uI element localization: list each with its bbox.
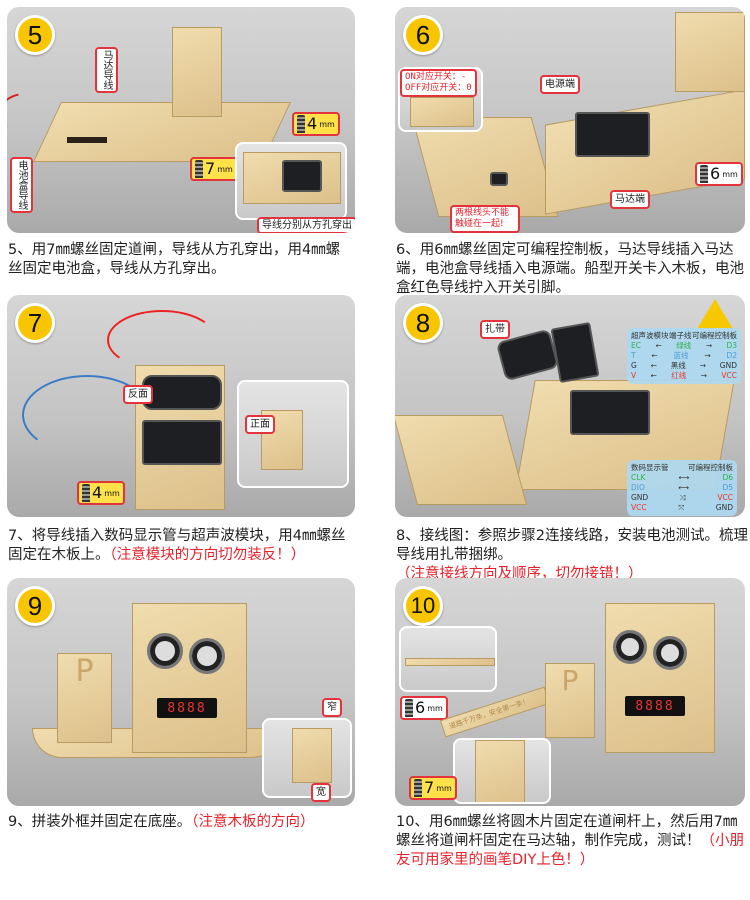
slot — [67, 137, 107, 143]
screw-icon — [700, 165, 708, 183]
digit-display: 8888 — [625, 696, 685, 716]
screw-icon — [297, 115, 305, 133]
step-9-caption: 9、拼装外框并固定在底座。（注意木板的方向） — [8, 814, 315, 830]
battery-box — [282, 160, 322, 192]
step-number-badge: 7 — [15, 303, 55, 343]
robot-frame — [132, 603, 247, 753]
display-module-back — [142, 420, 222, 465]
step-7-caption: 7、将导线插入数码显示管与超声波模块，用4㎜螺丝固定在木板上。（注意模块的方向切… — [8, 528, 346, 563]
robot-frame — [605, 603, 715, 753]
ultrasonic-eye-left — [147, 633, 183, 669]
frame-mini — [292, 728, 332, 783]
warning-icon — [697, 299, 733, 329]
digit-display: 8888 — [157, 698, 217, 718]
barrier-arm: 道路千万条，安全第一条！ — [439, 686, 551, 738]
step-number-badge: 6 — [403, 15, 443, 55]
gate-box — [172, 27, 222, 117]
ultrasonic-wiring-table: 超声波模块端子线可编程控制板 EC←绿线→D3 T←蓝线→D2 G←黑线→GND… — [627, 328, 741, 384]
gate-box: P — [57, 653, 112, 743]
step-9-photo: 9 P 8888 窄 宽 — [7, 578, 355, 806]
switch-label: ON对应开关：- OFF对应开关：0 — [400, 69, 477, 97]
step-10-caption: 10、用6㎜螺丝将圆木片固定在道闸杆上，然后用7㎜螺丝将道闸杆固定在马达轴，制作… — [396, 814, 744, 868]
front-label: 正面 — [245, 415, 275, 434]
gate-box-closeup — [475, 740, 525, 802]
battery-wire-label: 电池盒导线 — [10, 157, 33, 213]
boat-switch — [490, 172, 508, 186]
screw-icon — [82, 484, 90, 502]
barrier-arm-piece — [405, 658, 495, 666]
wide-label: 宽 — [311, 783, 331, 802]
step-number-badge: 10 — [403, 586, 443, 626]
ultrasonic-eye-right — [653, 636, 687, 670]
front-view-inset — [237, 380, 349, 488]
wire-loop — [107, 310, 217, 370]
ultrasonic-eye-right — [189, 638, 225, 674]
display-wiring-table: 数码显示管可编程控制板 CLK⟷D6 DIO⟷D5 GND⤨VCC VCC⤧GN… — [627, 460, 737, 516]
power-port-label: 电源端 — [540, 75, 580, 94]
step-number-badge: 8 — [403, 303, 443, 343]
warning-label: 两根线头不能触碰在一起! — [450, 205, 520, 233]
screw-icon — [195, 160, 203, 178]
wires-out-label: 导线分别从方孔穿出 — [257, 217, 355, 233]
display-module — [550, 321, 600, 384]
side-board — [395, 415, 528, 505]
screw-icon — [414, 779, 422, 797]
step-6-photo: 6 ON对应开关：- OFF对应开关：0 电源端 马达端 两根线头不能触碰在一起… — [395, 7, 745, 233]
back-label: 反面 — [123, 385, 153, 404]
side-board — [411, 117, 559, 217]
screw-icon — [405, 699, 413, 717]
switch-board — [410, 97, 474, 127]
narrow-label: 窄 — [322, 698, 342, 717]
gate-box: P — [545, 663, 595, 738]
step-5-caption: 5、用7㎜螺丝固定道闸，导线从方孔穿出，用4㎜螺丝固定电池盒，导线从方孔穿出。 — [8, 242, 341, 277]
motor-port-label: 马达端 — [610, 190, 650, 209]
controller-board — [575, 112, 650, 157]
step-8-caption: 8、接线图：参照步骤2连接线路，安装电池测试。梳理导线用扎带捆绑。（注意接线方向… — [396, 528, 748, 582]
ultrasonic-eye-left — [613, 630, 647, 664]
barrier-arm-inset — [399, 626, 497, 692]
motor-wire-label: 马达导线 — [95, 47, 118, 93]
step-number-badge: 9 — [15, 586, 55, 626]
controller-board — [570, 390, 650, 435]
motor-shaft-inset — [453, 738, 551, 804]
ultrasonic-module-back — [142, 375, 222, 410]
orientation-inset — [262, 718, 352, 798]
gate-box — [675, 12, 745, 92]
battery-box-inset — [235, 142, 347, 220]
front-board — [261, 410, 303, 470]
step-8-photo: 8 扎带 超声波模块端子线可编程控制板 EC←绿线→D3 T←蓝线→D2 G←黑… — [395, 295, 745, 517]
step-6-caption: 6、用6㎜螺丝固定可编程控制板，马达导线插入马达端，电池盒导线插入电源端。船型开… — [396, 242, 744, 296]
cable-tie-label: 扎带 — [480, 320, 510, 339]
step-number-badge: 5 — [15, 15, 55, 55]
wire-loop-2 — [22, 375, 152, 455]
